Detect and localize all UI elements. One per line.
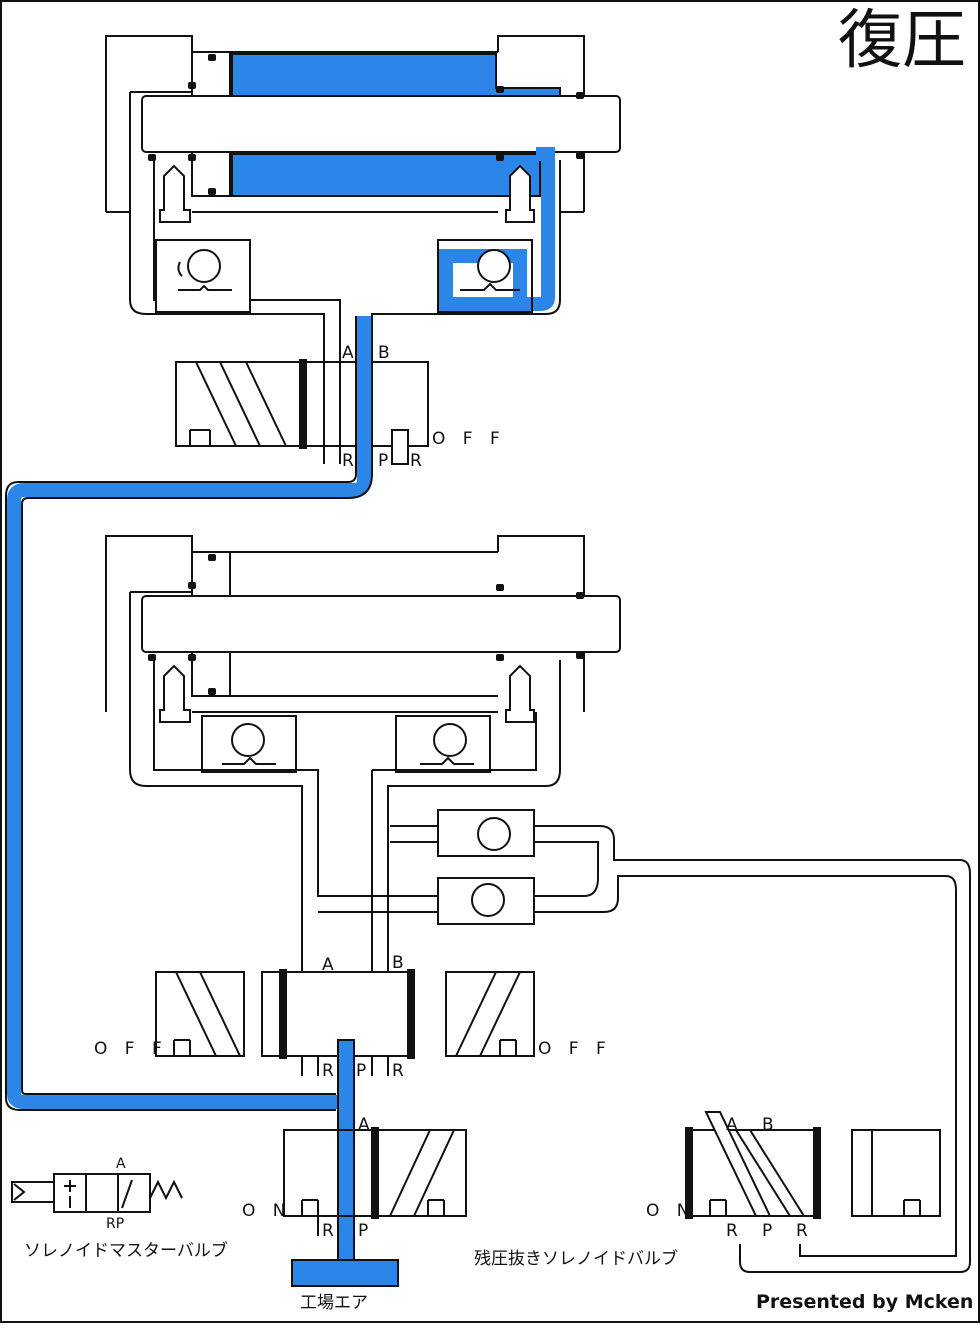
middle-pilot-pistons bbox=[159, 664, 535, 723]
symbol-port-rp: RP bbox=[106, 1216, 124, 1232]
residual-pressure-valve bbox=[685, 1111, 941, 1219]
symbol-port-a: A bbox=[116, 1156, 126, 1172]
middle-valve-state-right: O F F bbox=[538, 1039, 612, 1059]
top-check-valve-left bbox=[155, 239, 251, 313]
middle-check-valve-left bbox=[201, 715, 297, 773]
top-valve-port-b: B bbox=[378, 343, 390, 363]
master-valve-port-p: P bbox=[358, 1221, 368, 1241]
middle-valve-port-a: A bbox=[322, 955, 334, 975]
residual-valve-port-r1: R bbox=[726, 1221, 738, 1241]
residual-valve-state: O N bbox=[646, 1201, 696, 1221]
pressurized-air-lines bbox=[7, 316, 371, 1109]
credit-text: Presented by Mcken bbox=[756, 1291, 973, 1313]
pressurized-air-line-outline bbox=[5, 316, 373, 1111]
supply-riser bbox=[337, 1039, 355, 1263]
residual-valve-caption: 残圧抜きソレノイドバルブ bbox=[474, 1248, 678, 1269]
top-cylinder-seals bbox=[148, 54, 584, 195]
top-check-valve-right bbox=[437, 239, 533, 313]
factory-air-label: 工場エア bbox=[300, 1293, 368, 1313]
residual-valve-port-r2: R bbox=[796, 1221, 808, 1241]
valve-symbol bbox=[11, 1173, 183, 1213]
residual-valve-port-p: P bbox=[762, 1221, 772, 1241]
top-cylinder-pressurized-chambers bbox=[231, 53, 561, 311]
master-valve-state: O N bbox=[242, 1201, 292, 1221]
middle-valve-port-p: P bbox=[356, 1061, 366, 1081]
middle-valve-port-r1: R bbox=[322, 1061, 334, 1081]
middle-valve-port-b: B bbox=[392, 953, 404, 973]
solenoid-master-valve bbox=[283, 1127, 467, 1236]
top-pilot-pistons bbox=[159, 164, 535, 223]
middle-cylinder-seals bbox=[148, 554, 584, 695]
top-valve-port-a: A bbox=[342, 343, 354, 363]
middle-valve-state-left: O F F bbox=[94, 1039, 168, 1059]
factory-air-supply bbox=[291, 1259, 399, 1287]
top-valve-state: O F F bbox=[432, 429, 506, 449]
master-valve-port-a: A bbox=[358, 1115, 370, 1135]
master-valve-port-r: R bbox=[322, 1221, 334, 1241]
top-valve-port-p: P bbox=[378, 451, 388, 471]
page-title: 復圧 bbox=[838, 4, 966, 78]
middle-check-valve-right bbox=[395, 715, 491, 773]
residual-valve-port-a: A bbox=[726, 1115, 738, 1135]
top-valve-port-r2: R bbox=[410, 451, 422, 471]
top-valve-port-r1: R bbox=[342, 451, 354, 471]
master-valve-caption: ソレノイドマスターバルブ bbox=[24, 1240, 228, 1261]
middle-valve-port-r2: R bbox=[392, 1061, 404, 1081]
residual-valve-port-b: B bbox=[762, 1115, 774, 1135]
pilot-check-valves bbox=[437, 809, 971, 1273]
